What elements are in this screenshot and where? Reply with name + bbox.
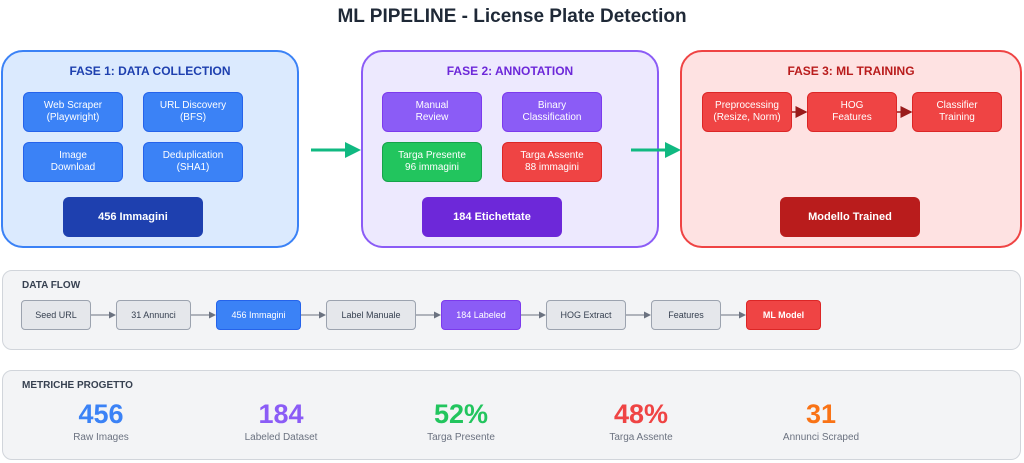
page-title: ML PIPELINE - License Plate Detection <box>337 6 687 27</box>
phase-2-summary: 184 Etichettate <box>422 197 562 237</box>
classifier-training-box: Classifier Training <box>912 92 1002 132</box>
metrics-title: METRICHE PROGETTO <box>22 380 133 391</box>
data-flow-arrows <box>91 311 746 319</box>
arrow-phase2-to-phase3 <box>631 142 681 158</box>
metrics-panel <box>2 370 1021 460</box>
phase-2-title: FASE 2: ANNOTATION <box>446 64 574 78</box>
phase-3-arrows <box>792 106 913 118</box>
metric-label: Annunci Scraped <box>782 432 860 443</box>
metric-value: 184 <box>258 399 304 429</box>
phase-1-summary: 456 Immagini <box>63 197 203 237</box>
metric-labeled-dataset: 184 Labeled Dataset <box>201 398 361 443</box>
flow-step-label-manuale: Label Manuale <box>326 300 416 330</box>
flow-step-annunci: 31 Annunci <box>116 300 191 330</box>
web-scraper-box: Web Scraper (Playwright) <box>23 92 123 132</box>
flow-step-seed-url: Seed URL <box>21 300 91 330</box>
flow-step-features: Features <box>651 300 721 330</box>
arrow-phase1-to-phase2 <box>311 142 361 158</box>
metric-raw-images: 456 Raw Images <box>21 398 181 443</box>
manual-review-box: Manual Review <box>382 92 482 132</box>
metric-label: Labeled Dataset <box>244 432 318 443</box>
flow-step-hog-extract: HOG Extract <box>546 300 626 330</box>
metric-label: Raw Images <box>73 432 129 443</box>
data-flow-title: DATA FLOW <box>22 280 81 291</box>
targa-assente-box: Targa Assente 88 immagini <box>502 142 602 182</box>
hog-features-box: HOG Features <box>807 92 897 132</box>
metric-label: Targa Presente <box>427 432 495 443</box>
metric-targa-assente: 48% Targa Assente <box>561 398 721 443</box>
metric-value: 48% <box>613 399 669 429</box>
image-download-box: Image Download <box>23 142 123 182</box>
phase-3-title: FASE 3: ML TRAINING <box>787 64 915 78</box>
targa-presente-box: Targa Presente 96 immagini <box>382 142 482 182</box>
flow-step-labeled: 184 Labeled <box>441 300 521 330</box>
binary-classification-box: Binary Classification <box>502 92 602 132</box>
phase-3-panel: FASE 3: ML TRAINING Preprocessing (Resiz… <box>680 50 1022 248</box>
url-discovery-box: URL Discovery (BFS) <box>143 92 243 132</box>
metric-value: 31 <box>805 399 837 429</box>
phase-1-title: FASE 1: DATA COLLECTION <box>69 64 231 78</box>
phase-2-panel: FASE 2: ANNOTATION Manual Review Binary … <box>361 50 659 248</box>
metric-value: 456 <box>78 399 124 429</box>
metric-label: Targa Assente <box>609 432 673 443</box>
phase-3-summary: Modello Trained <box>780 197 920 237</box>
flow-step-immagini: 456 Immagini <box>216 300 301 330</box>
deduplication-box: Deduplication (SHA1) <box>143 142 243 182</box>
phase-1-panel: FASE 1: DATA COLLECTION Web Scraper (Pla… <box>1 50 299 248</box>
metric-annunci-scraped: 31 Annunci Scraped <box>741 398 901 443</box>
metric-targa-presente: 52% Targa Presente <box>381 398 541 443</box>
flow-step-ml-model: ML Model <box>746 300 821 330</box>
metric-value: 52% <box>433 399 489 429</box>
preprocessing-box: Preprocessing (Resize, Norm) <box>702 92 792 132</box>
